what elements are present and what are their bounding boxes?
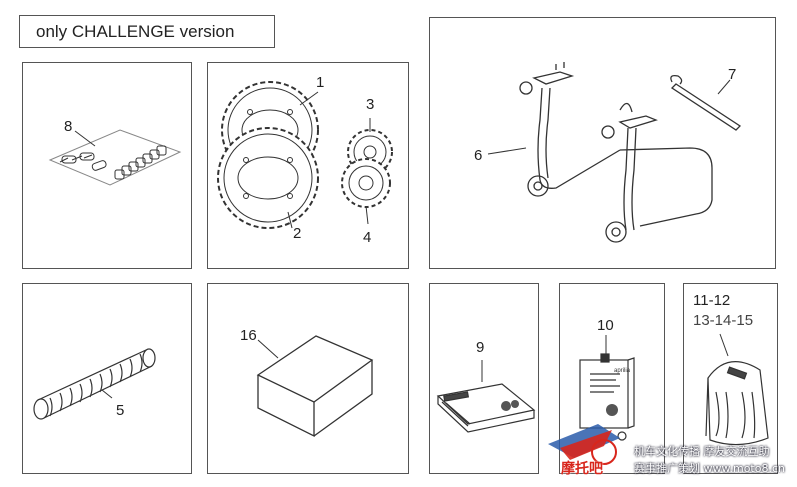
watermark-line-1: 机车文化传播 摩友交流互助 bbox=[634, 445, 770, 458]
part-label-13-14-15: 13-14-15 bbox=[693, 312, 754, 329]
svg-text:aprilia: aprilia bbox=[614, 368, 631, 374]
panel-chain bbox=[22, 62, 192, 269]
wrench-tool bbox=[670, 74, 742, 131]
part-label-2: 2 bbox=[293, 225, 302, 242]
part-label-6: 6 bbox=[474, 147, 483, 164]
panel-hose bbox=[22, 283, 192, 474]
part-label-11-12: 11-12 bbox=[693, 292, 731, 309]
part-label-3: 3 bbox=[366, 96, 375, 113]
panel-box bbox=[207, 283, 409, 474]
document-bag bbox=[705, 361, 769, 446]
watermark-logo-text: 摩托吧 bbox=[561, 461, 603, 477]
sprocket-small-4 bbox=[341, 158, 391, 208]
panel-stand bbox=[429, 17, 776, 269]
page-title: only CHALLENGE version bbox=[19, 15, 275, 48]
part-label-4: 4 bbox=[363, 229, 372, 246]
moto8-logo-icon bbox=[548, 424, 620, 465]
parts-box bbox=[256, 335, 374, 438]
part-label-9: 9 bbox=[476, 339, 485, 356]
flex-hose bbox=[33, 348, 156, 420]
part-label-1: 1 bbox=[316, 74, 325, 91]
part-label-7: 7 bbox=[728, 66, 737, 83]
part-label-16: 16 bbox=[240, 327, 257, 344]
owner-manual bbox=[436, 383, 536, 433]
part-label-10: 10 bbox=[597, 317, 614, 334]
watermark-line-2: 赛事推广策划 www.moto8.cn bbox=[634, 462, 785, 475]
sprocket-large-2 bbox=[217, 127, 319, 229]
part-label-8: 8 bbox=[64, 118, 73, 135]
chain-illustration bbox=[48, 129, 182, 186]
registration-book: aprilia bbox=[579, 353, 635, 441]
panel-manual bbox=[429, 283, 539, 474]
paddock-stand bbox=[519, 62, 713, 243]
part-label-5: 5 bbox=[116, 402, 125, 419]
panel-bag bbox=[683, 283, 778, 474]
